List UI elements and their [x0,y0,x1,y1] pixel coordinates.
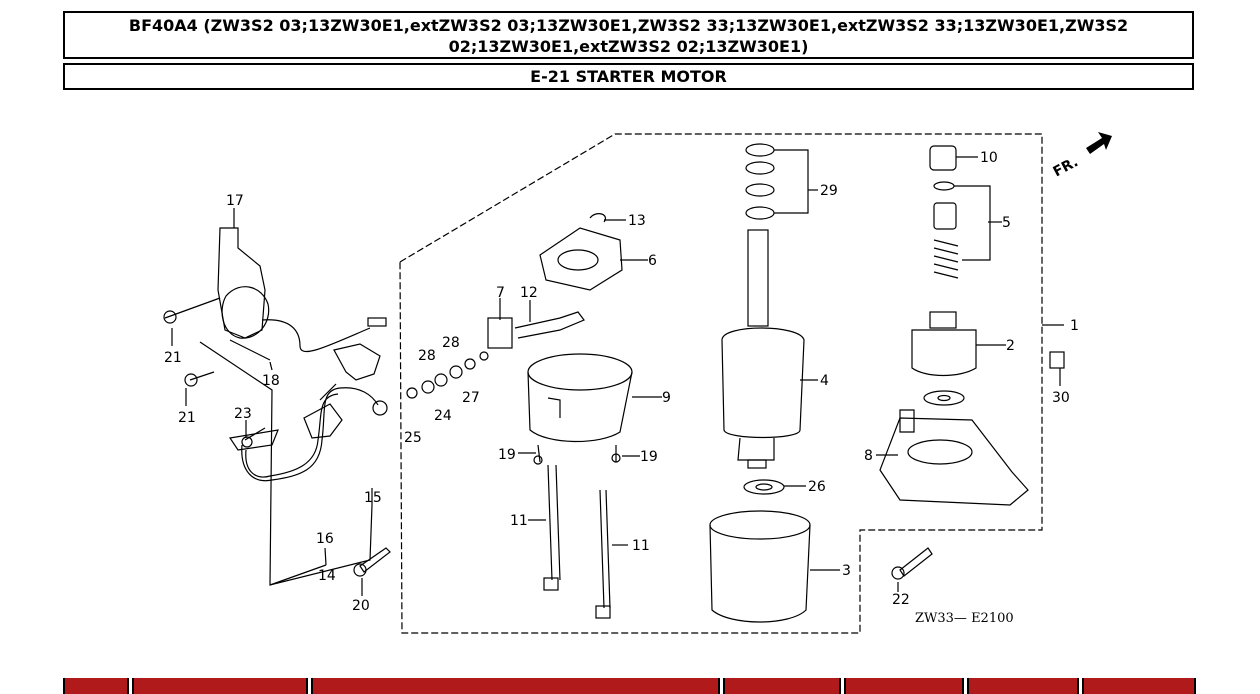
callout-16: 16 [316,531,334,547]
callout-28b: 28 [442,335,460,351]
callout-19b: 19 [640,449,658,465]
callout-26: 26 [808,479,826,495]
callout-18: 18 [262,373,280,389]
callout-29: 29 [820,183,838,199]
callout-25: 25 [404,430,422,446]
callout-11b: 11 [632,538,650,554]
callout-2: 2 [1006,338,1015,354]
direction-label: FR. [1051,154,1081,180]
table-header-cell [967,678,1079,694]
callout-30: 30 [1052,390,1070,406]
callout-10: 10 [980,150,998,166]
callout-3: 3 [842,563,851,579]
callout-14: 14 [318,568,336,584]
table-header-cell [844,678,964,694]
model-title: BF40A4 (ZW3S2 03;13ZW30E1,extZW3S2 03;13… [63,11,1194,59]
callout-27: 27 [462,390,480,406]
callout-19a: 19 [498,447,516,463]
callout-23: 23 [234,406,252,422]
drawing-code: ZW33— E2100 [915,611,1014,626]
callout-11a: 11 [510,513,528,529]
callout-21a: 21 [164,350,182,366]
table-header-cell [723,678,841,694]
callout-7: 7 [496,285,505,301]
callout-12: 12 [520,285,538,301]
table-header-cell [1082,678,1196,694]
table-header-cell [63,678,129,694]
parts-table-header [63,678,1196,694]
callout-6: 6 [648,253,657,269]
callout-9: 9 [662,390,671,406]
table-header-cell [311,678,720,694]
table-header-cell [132,678,308,694]
callout-5: 5 [1002,215,1011,231]
callout-8: 8 [864,448,873,464]
callout-13: 13 [628,213,646,229]
callout-17: 17 [226,193,244,209]
callout-20: 20 [352,598,370,614]
callout-22: 22 [892,592,910,608]
parts-diagram: FR. 1 2 3 4 5 6 7 8 9 10 11 11 12 13 14 … [163,132,1112,634]
callout-28a: 28 [418,348,436,364]
section-title: E-21 STARTER MOTOR [63,63,1194,90]
callout-24: 24 [434,408,452,424]
callout-4: 4 [820,373,829,389]
callout-21b: 21 [178,410,196,426]
callout-15: 15 [364,490,382,506]
callout-1: 1 [1070,318,1079,334]
